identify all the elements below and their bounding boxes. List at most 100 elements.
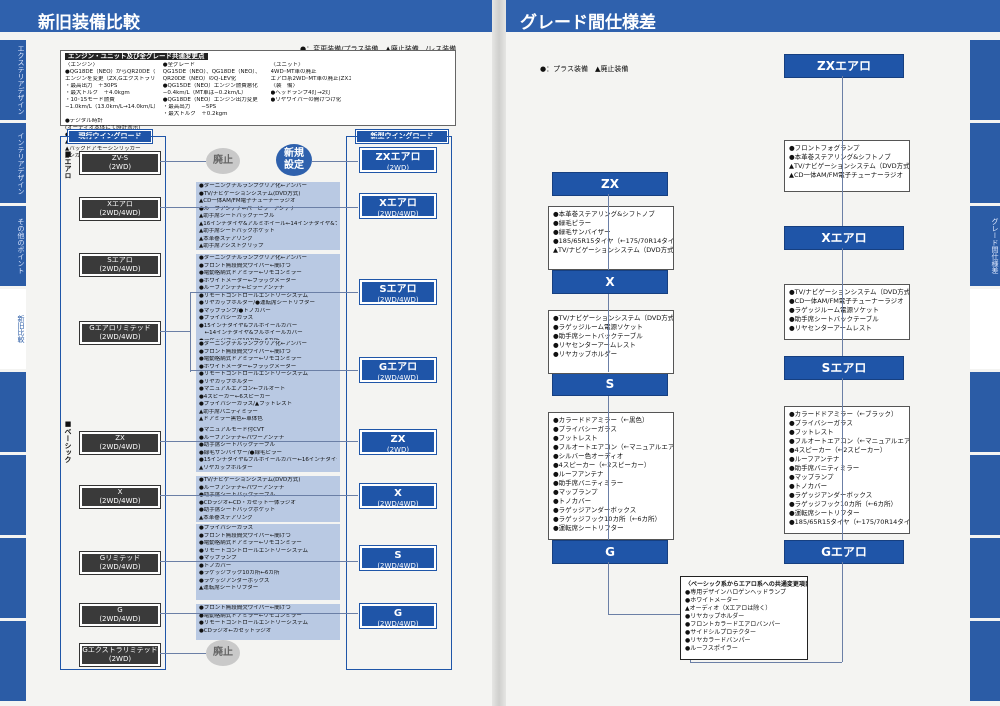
left-side-tab-5[interactable] [0,455,26,535]
diff-item: ●185/65R15タイヤ（←175/70R14タイヤ） [789,518,910,526]
diff-item: ●緑毛ピラー [553,219,592,227]
common-aero-title: 〈ベーシック系からエアロ系への共通変更項目〉 [685,581,808,588]
old-grade-sub: (2WD/4WD) [99,265,141,273]
basic-grade-box: G [552,540,668,564]
left-side-tab-3[interactable]: 新旧比較 [0,289,26,369]
connector-line [160,161,206,162]
old-grade-name: Gエクストラリミテッド [82,646,158,654]
left-side-tab-0[interactable]: エクステリアデザイン [0,40,26,120]
right-side-tab-7[interactable] [970,621,1000,701]
aero-diff-list: ●カラードドアミラー（←ブラック）●プライバシーガラス●フットレスト●フルオート… [784,406,910,534]
old-grade-sub: (2WD/4WD) [99,563,141,571]
left-side-tab-6[interactable] [0,538,26,618]
feature-item: ●リモートコントロールエントリーシステム [199,292,309,299]
common-aero-item: ●専用デザインハロゲンヘッドランプ [685,589,787,596]
feature-item: ●ルーフアンテナ←パワーアンテナ [199,484,285,491]
diff-item: ●カラードドアミラー（←ブラック） [789,410,898,418]
feature-item: ●プライバシーガラス [199,525,254,531]
keypoint-line: ・10･15モード燃費 [65,97,115,103]
diff-item: ▲TV/ナビゲーションシステム（DVD方式） [789,162,910,170]
keypoint-line: ●ヘッドランプ4灯→2灯 [270,90,331,96]
right-side-tab-4[interactable] [970,372,1000,452]
basic-grade-box: ZX [552,172,668,196]
page-gutter [492,0,506,706]
connector-line [190,292,358,293]
category-aero: ■エアロ [64,150,72,179]
old-grade-sub: (2WD) [108,163,132,171]
feature-item: ●リモートコントロールエントリーシステム [199,547,309,554]
old-grade-name: G [117,606,123,614]
new-grade-name: X [394,488,402,499]
connector-line [608,396,609,540]
keypoint-line: −0.4km/L（MT車は−0.2km/L） [162,90,247,96]
diff-item: ●ラゲッジルーム電源ソケット [789,306,879,314]
basic-diff-list: ●本革巻ステアリング&シフトノブ●緑毛ピラー●緑毛サンバイザー●185/65R1… [548,206,674,270]
diff-item: ●プライバシーガラス [789,419,853,427]
new-grade-name: S [394,550,402,561]
feature-item: ●15インチタイヤ&フルホイールカバー [199,322,298,329]
old-grade-name: ZV-S [111,154,129,162]
feature-item: ●ラゲッジフック10カ所←6カ所 [199,570,280,576]
right-side-tab-1[interactable] [970,123,1000,203]
old-grade-sub: (2WD/4WD) [99,333,141,341]
diff-item: ●シルバー色オーディオ [553,452,624,460]
keypoints-box: エンジン・ユニット及び全グレード共通変更点 〈エンジン〉●QG18DE（NEO）… [60,50,456,159]
feature-list: ●ターニングナルランプクリア化←アンバー●TV/ナビゲーションシステム(DVD方… [196,182,340,250]
left-side-tab-2[interactable]: その他のポイント [0,206,26,286]
diff-item: ●トノカバー [789,482,828,490]
connector-line [160,331,190,332]
right-side-tab-0[interactable] [970,40,1000,120]
feature-item: ▲助手席バニティミラー [199,408,258,415]
new-grade-sub: (2WD/4WD) [377,620,419,628]
diff-item: ●フルオートエアコン（←マニュアルエアコン） [553,443,674,451]
old-grade-name: Gリミテッド [99,554,141,562]
right-side-tab-6[interactable] [970,538,1000,618]
keypoint-line: ▲バックドアモーシンリッガー [65,146,141,152]
right-side-tab-2[interactable]: グレード間仕様差 [970,206,1000,286]
old-frame [60,136,166,670]
feature-item: ●電動格納式ドアミラー←リモコンミラー [199,270,302,276]
feature-item: ●マニュアルモード付CVT [199,427,265,433]
connector-line [608,294,609,372]
diff-item: ●助手席バニティミラー [553,479,624,487]
keypoint-line: エンジンを変更（ZX,Gエクストラリミテッドは除く） [65,76,155,82]
connector-line [690,662,842,663]
new-grade-box: Sエアロ(2WD/4WD) [359,279,437,305]
feature-item: ●ホワイトメーター←ブラックメーター [199,277,297,284]
feature-item: ●ラゲッジアンダーボックス [199,577,270,584]
feature-list: ●ターニングナルランプクリア化←アンバー●フロント無段間欠ワイパー←間けつ●電動… [196,254,340,340]
left-side-tab-7[interactable] [0,621,26,701]
common-aero-item: ●リヤカラードバンパー [685,637,751,644]
right-side-tab-3[interactable] [970,289,1000,369]
left-page-title: 新旧装備比較 [38,13,140,33]
diff-item: ●トノカバー [553,497,592,505]
feature-item: ●助手席シートバックポケット [199,507,276,513]
right-side-tab-5[interactable] [970,455,1000,535]
keypoint-line: QG15DE（NEO）、QG18DE（NEO）、 [162,69,261,75]
feature-item: ●電動格納式ドアミラー←リモコンミラー [199,612,302,619]
feature-list: ●フロント無段間欠ワイパー←間けつ●電動格納式ドアミラー←リモコンミラー●リモー… [196,604,340,640]
keypoint-line: ●デジタル時計 [65,118,103,124]
left-side-tab-4[interactable] [0,372,26,452]
right-header-bar [506,0,1000,32]
diff-item: ●本革巻ステアリング&シフトノブ [553,210,655,218]
new-grade-name: Xエアロ [379,198,417,209]
diff-item: ●マップランプ [553,488,598,496]
basic-diff-list: ●カラードドアミラー（←黒色）●プライバシーガラス●フットレスト●フルオートエア… [548,412,674,540]
connector-line [160,561,358,562]
feature-item: ●マップランプ [199,555,237,561]
diff-item: ●4スピーカー（←2スピーカー） [553,461,651,469]
feature-item: ▲助手席シートバックポケット [199,228,275,234]
connector-line [160,441,358,442]
new-grade-name: Sエアロ [379,284,417,295]
common-aero-box: 〈ベーシック系からエアロ系への共通変更項目〉 ●専用デザインハロゲンヘッドランプ… [680,576,808,660]
new-grade-box: Gエアロ(2WD/4WD) [359,357,437,383]
aero-diff-list: ●フロントフォグランプ●本革巻ステアリング&シフトノブ▲TV/ナビゲーションシス… [784,140,910,192]
left-side-tab-1[interactable]: インテリアデザイン [0,123,26,203]
keypoint-line: 〈ユニット〉 [270,62,304,68]
connector-line [160,495,358,496]
feature-item: ●ルーフアンテナ←パーピラーアンテナ [199,205,296,212]
diff-item: ●本革巻ステアリング&シフトノブ [789,153,891,161]
diff-item: ▲TV/ナビゲーションシステム（DVD方式） [553,246,674,254]
diff-item: ●運転席シートリフター [789,509,860,517]
